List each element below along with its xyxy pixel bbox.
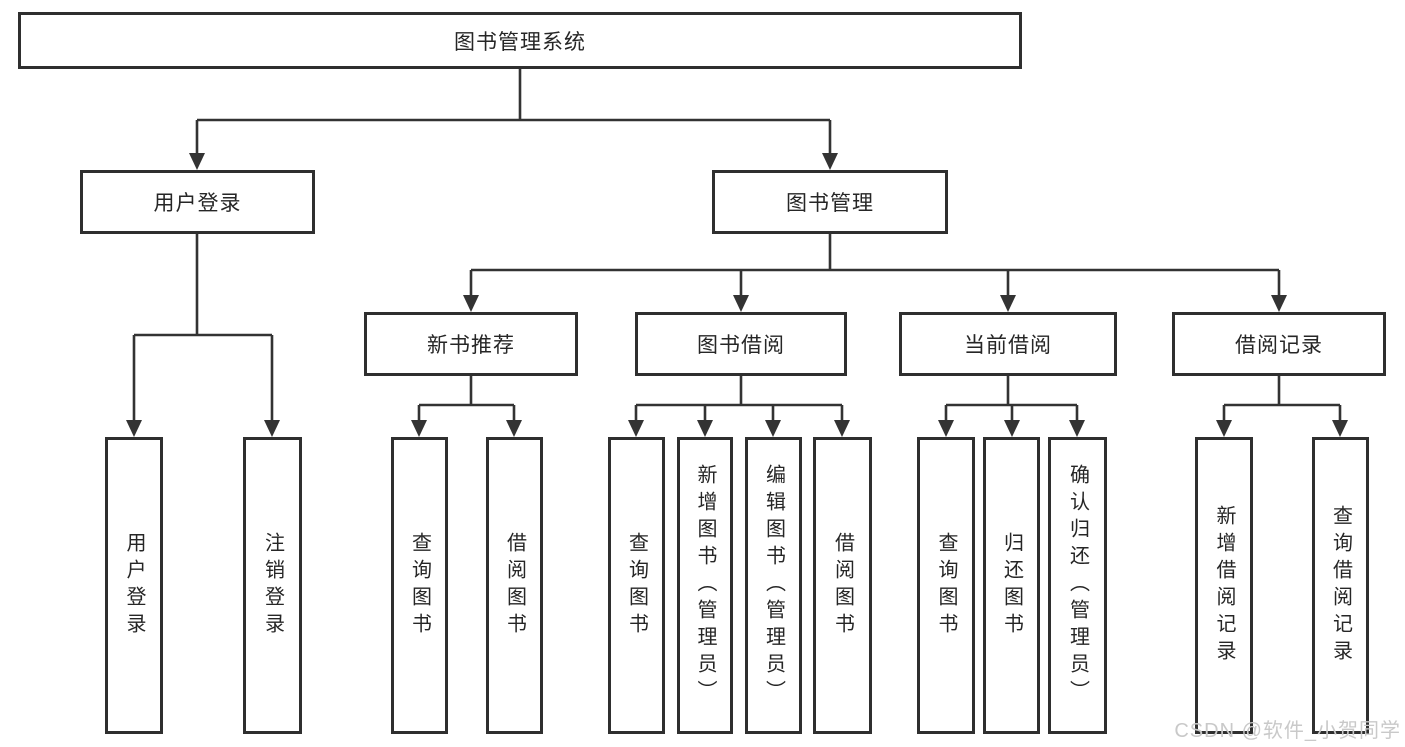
connector-user-login-children: [126, 234, 280, 437]
leaf-newbooks-borrow-book: 借阅图书: [486, 437, 543, 734]
leaf-label: 新增图书（管理员）: [694, 464, 716, 707]
leaf-label: 借阅图书: [831, 531, 854, 640]
leaf-records-query-record: 查询借阅记录: [1312, 437, 1369, 734]
node-label: 用户登录: [153, 192, 242, 215]
node-label: 新书推荐: [427, 334, 515, 357]
leaf-borrow-query-book: 查询图书: [608, 437, 665, 734]
leaf-borrow-edit-book-admin: 编辑图书（管理员）: [745, 437, 802, 734]
leaf-current-confirm-return-admin: 确认归还（管理员）: [1048, 437, 1107, 734]
leaf-label: 新增借阅记录: [1213, 504, 1235, 667]
node-library-management-system: 图书管理系统: [18, 12, 1022, 69]
node-label: 当前借阅: [964, 334, 1052, 357]
leaf-label: 编辑图书（管理员）: [762, 464, 785, 707]
leaf-label: 查询图书: [408, 531, 431, 640]
node-borrow-records: 借阅记录: [1172, 312, 1386, 376]
connector-borrow-records-children: [1216, 376, 1348, 437]
connector-root-to-level2: [189, 69, 838, 170]
node-label: 图书借阅: [697, 334, 785, 357]
leaf-label: 查询图书: [625, 531, 648, 640]
leaf-label: 用户登录: [123, 531, 145, 640]
csdn-watermark: CSDN @软件_小贺同学: [1174, 720, 1401, 742]
connector-new-books-children: [411, 376, 522, 437]
node-book-management: 图书管理: [712, 170, 948, 234]
leaf-records-add-record: 新增借阅记录: [1195, 437, 1253, 734]
leaf-borrow-add-book-admin: 新增图书（管理员）: [677, 437, 733, 734]
connector-book-mgmt-children: [463, 234, 1287, 312]
leaf-newbooks-query-book: 查询图书: [391, 437, 448, 734]
connector-current-borrow-children: [938, 376, 1085, 437]
leaf-borrow-borrow-book: 借阅图书: [813, 437, 872, 734]
leaf-logout: 注销登录: [243, 437, 302, 734]
leaf-label: 归还图书: [1000, 531, 1023, 640]
leaf-label: 查询借阅记录: [1329, 504, 1352, 667]
node-book-borrow: 图书借阅: [635, 312, 847, 376]
leaf-label: 注销登录: [261, 531, 284, 640]
node-label: 借阅记录: [1235, 334, 1323, 357]
leaf-user-login: 用户登录: [105, 437, 163, 734]
node-label: 图书管理: [786, 192, 874, 215]
node-user-login: 用户登录: [80, 170, 315, 234]
leaf-current-query-book: 查询图书: [917, 437, 975, 734]
leaf-label: 借阅图书: [503, 531, 526, 640]
connector-book-borrow-children: [628, 376, 850, 437]
node-new-book-recommend: 新书推荐: [364, 312, 578, 376]
leaf-current-return-book: 归还图书: [983, 437, 1040, 734]
node-current-borrow: 当前借阅: [899, 312, 1117, 376]
leaf-label: 查询图书: [935, 531, 957, 640]
node-label: 图书管理系统: [454, 30, 586, 54]
leaf-label: 确认归还（管理员）: [1066, 464, 1089, 707]
